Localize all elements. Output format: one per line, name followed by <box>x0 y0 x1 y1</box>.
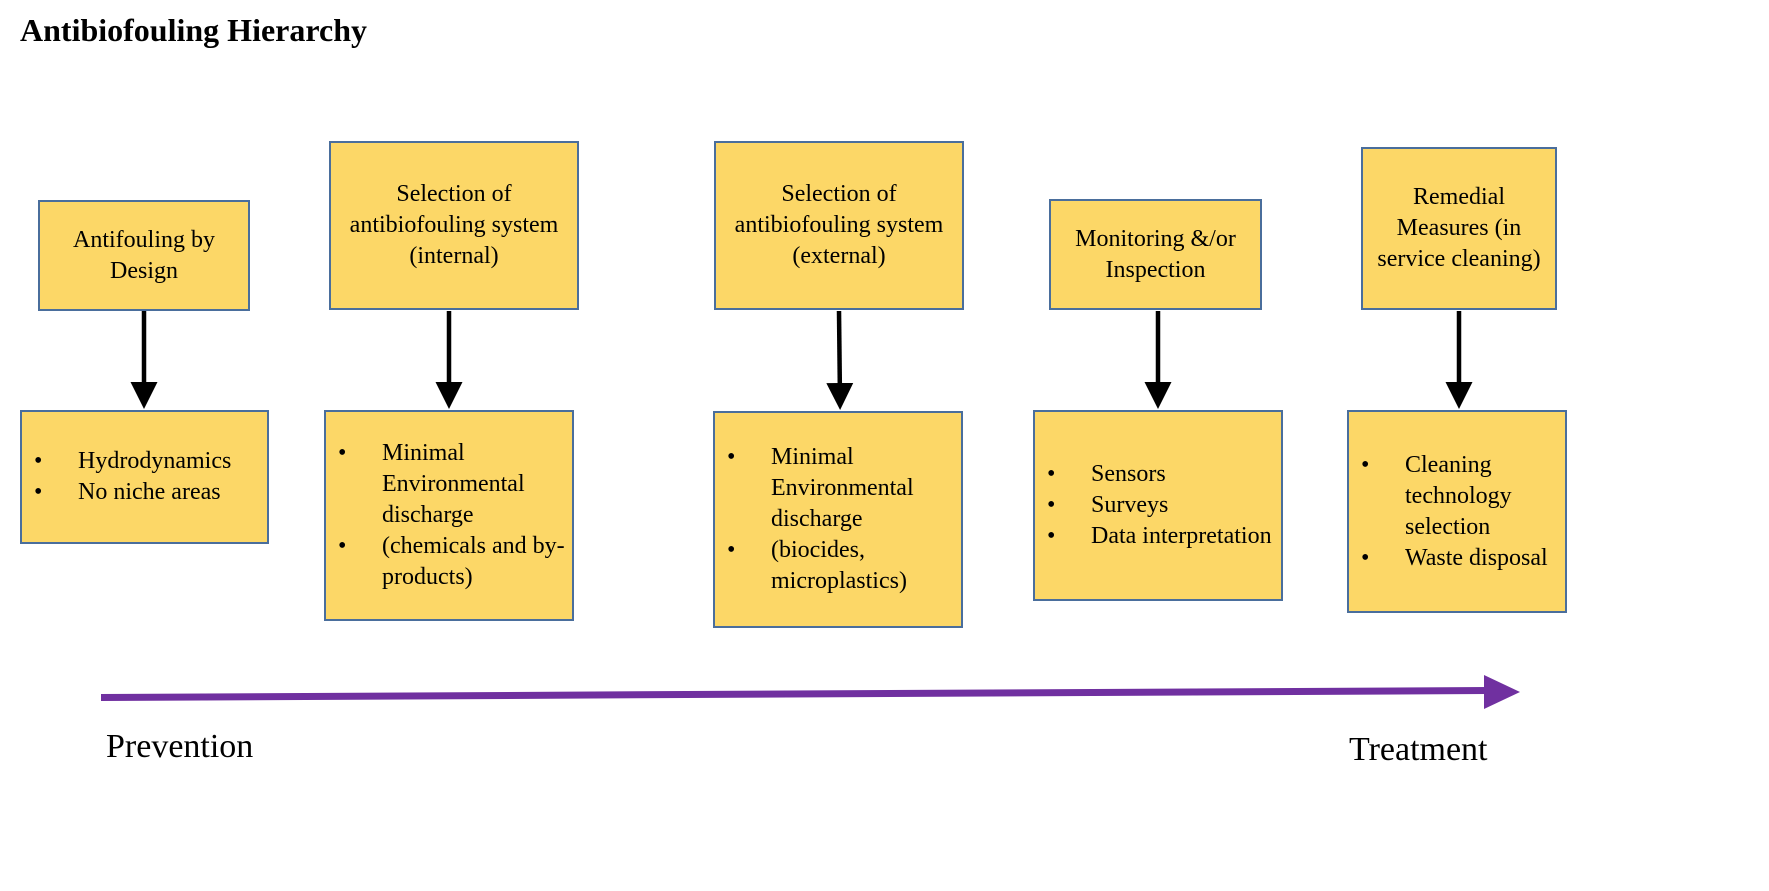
stage-5-list: Cleaning technology selection Waste disp… <box>1349 450 1565 574</box>
stage-2-label: Selection of antibiofouling system (inte… <box>349 181 559 269</box>
stage-5-detail-box: Cleaning technology selection Waste disp… <box>1347 410 1567 613</box>
stage-5-label: Remedial Measures (in service cleaning) <box>1377 184 1541 272</box>
treatment-label: Treatment <box>1349 731 1488 768</box>
stage-3-list: Minimal Environmental discharge (biocide… <box>715 442 961 597</box>
stage-4-detail-box: Sensors Surveys Data interpretation <box>1033 410 1283 601</box>
axis-arrow-shaft <box>101 687 1488 701</box>
stage-3-label: Selection of antibiofouling system (exte… <box>734 181 944 269</box>
stage-3-detail-box: Minimal Environmental discharge (biocide… <box>713 411 963 628</box>
prevention-treatment-arrow <box>101 675 1520 709</box>
axis-arrow-head <box>1484 675 1520 709</box>
list-item: Hydrodynamics <box>22 446 267 477</box>
stage-3-box: Selection of antibiofouling system (exte… <box>714 141 964 310</box>
list-item: Minimal Environmental discharge <box>715 442 961 535</box>
stage-4-box: Monitoring &/or Inspection <box>1049 199 1262 310</box>
prevention-label: Prevention <box>106 728 254 765</box>
list-item: Cleaning technology selection <box>1349 450 1565 543</box>
list-item: Data interpretation <box>1035 521 1281 552</box>
list-item: No niche areas <box>22 477 267 508</box>
list-item: Sensors <box>1035 459 1281 490</box>
stage-2-detail-box: Minimal Environmental discharge (chemica… <box>324 410 574 621</box>
list-item: (chemicals and by-products) <box>326 531 572 593</box>
down-arrow-3 <box>826 310 854 410</box>
list-item: Minimal Environmental discharge <box>326 438 572 531</box>
list-item: Surveys <box>1035 490 1281 521</box>
list-item: (biocides, microplastics) <box>715 535 961 597</box>
stage-2-box: Selection of antibiofouling system (inte… <box>329 141 579 310</box>
stage-4-label: Monitoring &/or Inspection <box>1075 225 1236 283</box>
stage-2-list: Minimal Environmental discharge (chemica… <box>326 438 572 593</box>
stage-1-list: Hydrodynamics No niche areas <box>22 446 267 508</box>
diagram-title: Antibiofouling Hierarchy <box>20 12 367 48</box>
stage-1-detail-box: Hydrodynamics No niche areas <box>20 410 269 544</box>
stage-1-box: Antifouling by Design <box>38 200 250 311</box>
list-item: Waste disposal <box>1349 543 1565 574</box>
stage-1-label: Antifouling by Design <box>73 226 215 284</box>
stage-4-list: Sensors Surveys Data interpretation <box>1035 459 1281 552</box>
down-arrows <box>130 310 1473 410</box>
stage-5-box: Remedial Measures (in service cleaning) <box>1361 147 1557 310</box>
